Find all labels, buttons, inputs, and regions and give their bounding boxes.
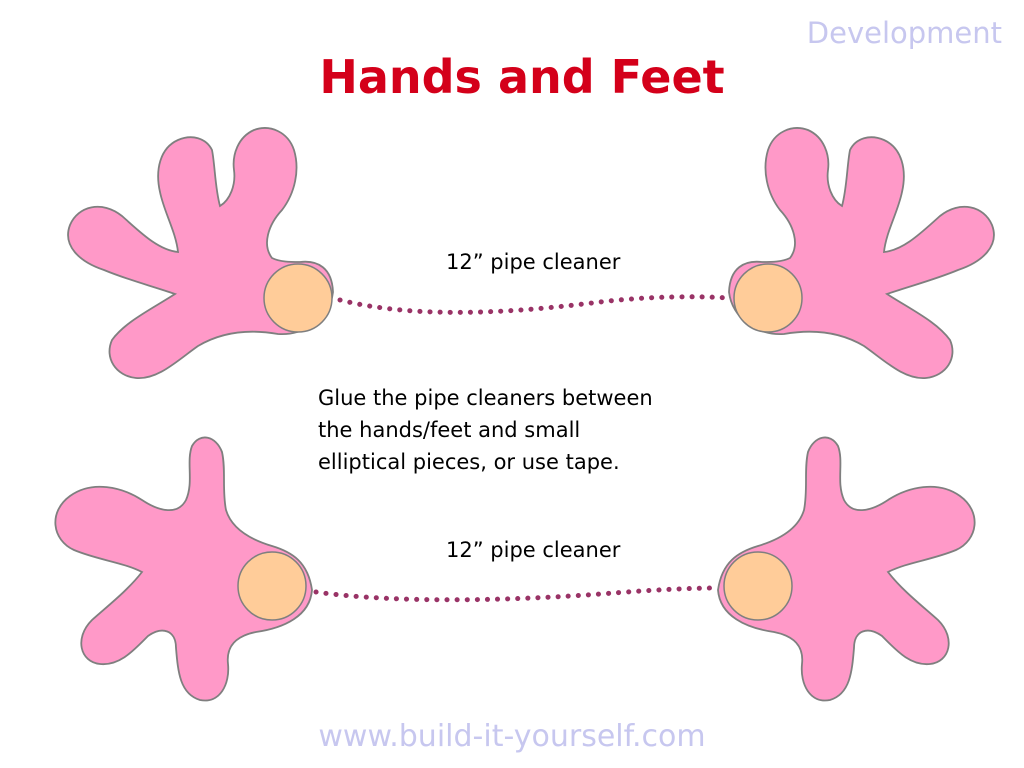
pipe-cleaner-label-top: 12” pipe cleaner xyxy=(446,250,621,274)
pipe-cleaner-label-bottom: 12” pipe cleaner xyxy=(446,538,621,562)
circle-piece-icon xyxy=(263,263,333,333)
hand-shape-icon xyxy=(728,127,995,379)
circle-piece-icon xyxy=(237,551,307,621)
footer-url[interactable]: www.build-it-yourself.com xyxy=(318,719,706,754)
pipe-cleaner-icon xyxy=(337,294,731,315)
pipe-cleaner-icon xyxy=(313,585,721,603)
page-title: Hands and Feet xyxy=(319,50,725,104)
section-label: Development xyxy=(806,16,1002,50)
instructions-text: Glue the pipe cleaners between the hands… xyxy=(318,386,653,474)
foot-shape-icon xyxy=(717,436,976,702)
circle-piece-icon xyxy=(723,551,793,621)
foot-shape-icon xyxy=(54,436,313,702)
circle-piece-icon xyxy=(733,263,803,333)
hand-shape-icon xyxy=(67,127,334,379)
